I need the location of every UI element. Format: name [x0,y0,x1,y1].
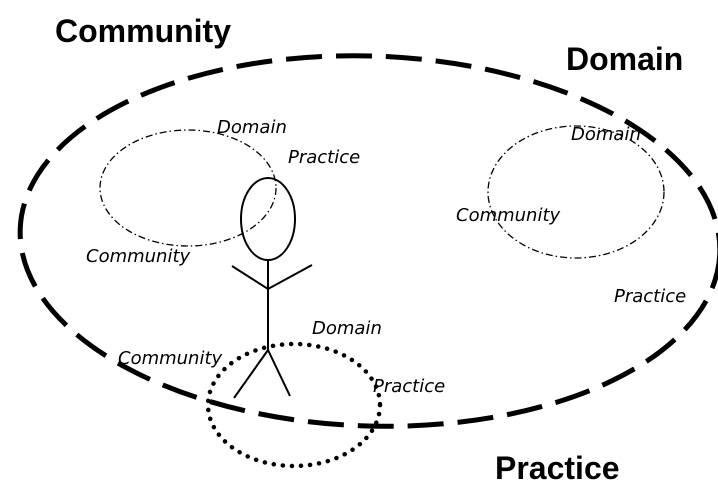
left-inner-ellipse [99,129,277,247]
right-community-label: Community [456,205,561,226]
domain-ellipse [17,53,718,429]
stick-figure-left-leg [233,349,269,399]
bottom-practice-label: Practice [373,376,445,397]
left-community-label: Community [86,246,191,267]
stick-figure [231,177,313,399]
bottom-community-label: Community [118,348,223,369]
stick-figure-arms [231,264,313,291]
right-domain-label: Domain [571,124,641,145]
left-domain-label: Domain [217,117,287,138]
community-main-label: Community [55,13,231,49]
bottom-dotted-ellipse [205,341,383,469]
stick-figure-right-leg [267,349,291,397]
domain-main-label: Domain [566,41,683,77]
right-inner-ellipse [487,125,665,259]
left-practice-label: Practice [288,147,360,168]
practice-main-label: Practice [495,450,620,484]
stick-figure-head [240,177,296,261]
right-practice-label: Practice [614,286,686,307]
bottom-domain-label: Domain [312,318,382,339]
